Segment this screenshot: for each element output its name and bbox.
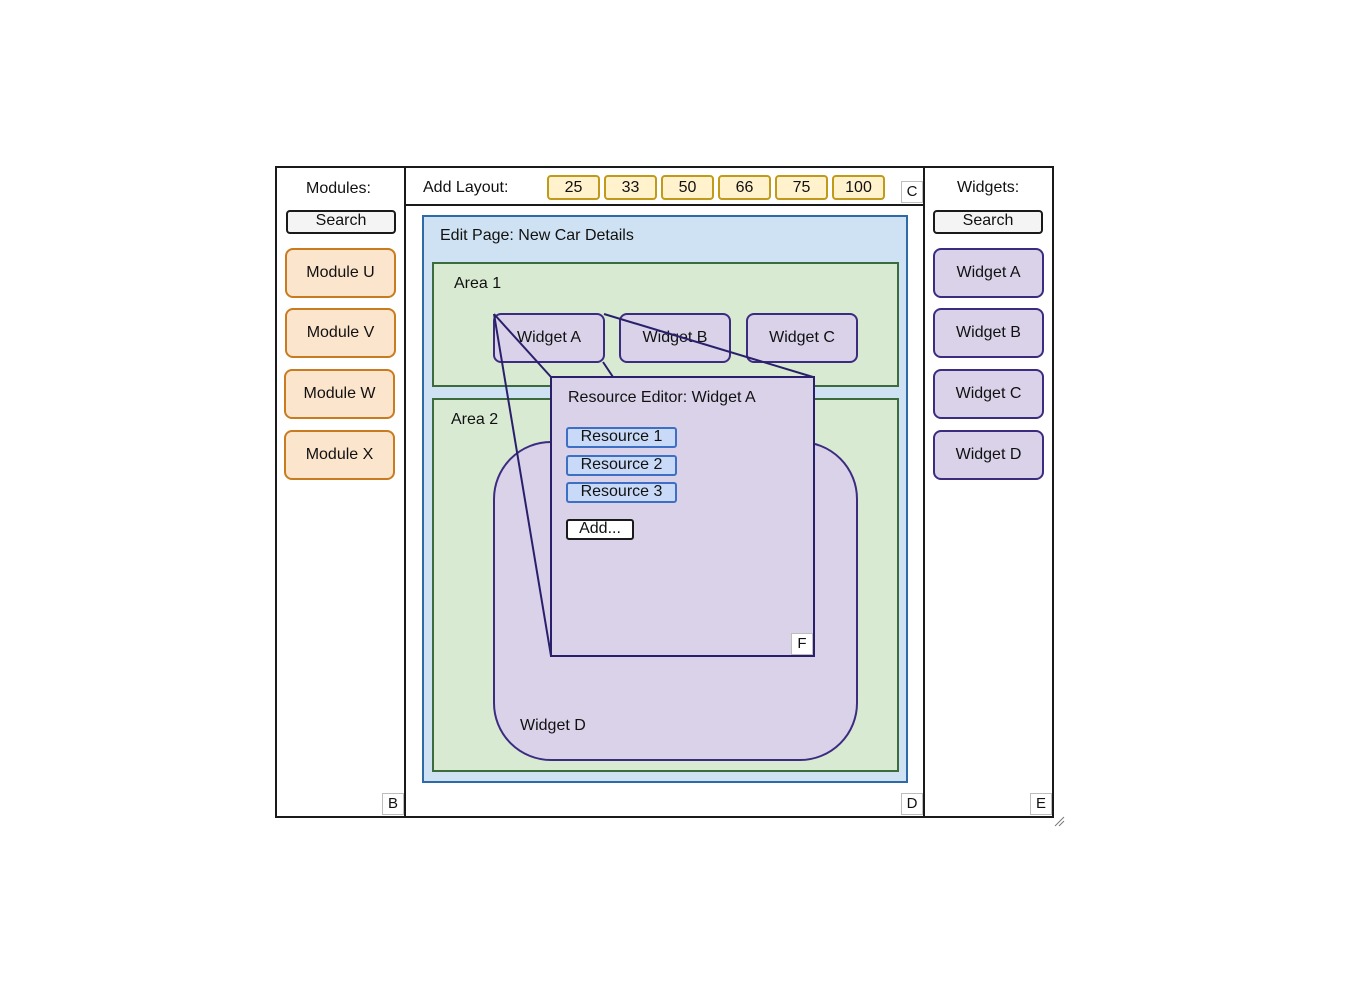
- widgets-heading: Widgets:: [957, 179, 1020, 196]
- module-item-u[interactable]: Module U: [285, 248, 396, 298]
- layout-50-button[interactable]: 50: [661, 175, 714, 200]
- modules-corner-label: B: [382, 793, 404, 815]
- toolbar-corner-label: C: [901, 181, 923, 203]
- module-item-w[interactable]: Module W: [284, 369, 395, 419]
- widgets-corner-label: E: [1030, 793, 1052, 815]
- widget-item-d[interactable]: Widget D: [933, 430, 1044, 480]
- layout-100-button[interactable]: 100: [832, 175, 885, 200]
- resource-item-3[interactable]: Resource 3: [566, 482, 677, 503]
- area-widget-b[interactable]: Widget B: [619, 313, 731, 363]
- module-item-x[interactable]: Module X: [284, 430, 395, 480]
- layout-75-button[interactable]: 75: [775, 175, 828, 200]
- widget-item-a[interactable]: Widget A: [933, 248, 1044, 298]
- widgets-search-button[interactable]: Search: [933, 210, 1043, 234]
- layout-66-button[interactable]: 66: [718, 175, 771, 200]
- callout-line-top: [493, 313, 552, 378]
- area-widget-d-label: Widget D: [520, 717, 586, 734]
- resource-editor-title: Resource Editor: Widget A: [568, 389, 756, 406]
- area-widget-c[interactable]: Widget C: [746, 313, 858, 363]
- module-item-v[interactable]: Module V: [285, 308, 396, 358]
- callout-line-right: [603, 313, 814, 378]
- resource-item-2[interactable]: Resource 2: [566, 455, 677, 476]
- modules-search-button[interactable]: Search: [286, 210, 396, 234]
- area-widget-a[interactable]: Widget A: [493, 313, 605, 363]
- callout-line-left: [493, 313, 552, 657]
- resource-editor-popup: [550, 376, 815, 657]
- resource-editor-corner-label: F: [791, 633, 813, 655]
- widget-item-c[interactable]: Widget C: [933, 369, 1044, 419]
- resource-item-1[interactable]: Resource 1: [566, 427, 677, 448]
- layout-33-button[interactable]: 33: [604, 175, 657, 200]
- add-resource-button[interactable]: Add...: [566, 519, 634, 540]
- widget-item-b[interactable]: Widget B: [933, 308, 1044, 358]
- area-1-label: Area 1: [454, 275, 502, 292]
- area-2-label: Area 2: [451, 411, 499, 428]
- add-layout-label: Add Layout:: [423, 179, 509, 196]
- editor-corner-label: D: [901, 793, 923, 815]
- toolbar-divider: [404, 204, 925, 206]
- callout-line-mid: [602, 361, 614, 378]
- modules-heading: Modules:: [306, 180, 371, 197]
- resize-grip-icon[interactable]: [1053, 815, 1065, 827]
- layout-25-button[interactable]: 25: [547, 175, 600, 200]
- page-title: Edit Page: New Car Details: [440, 227, 634, 244]
